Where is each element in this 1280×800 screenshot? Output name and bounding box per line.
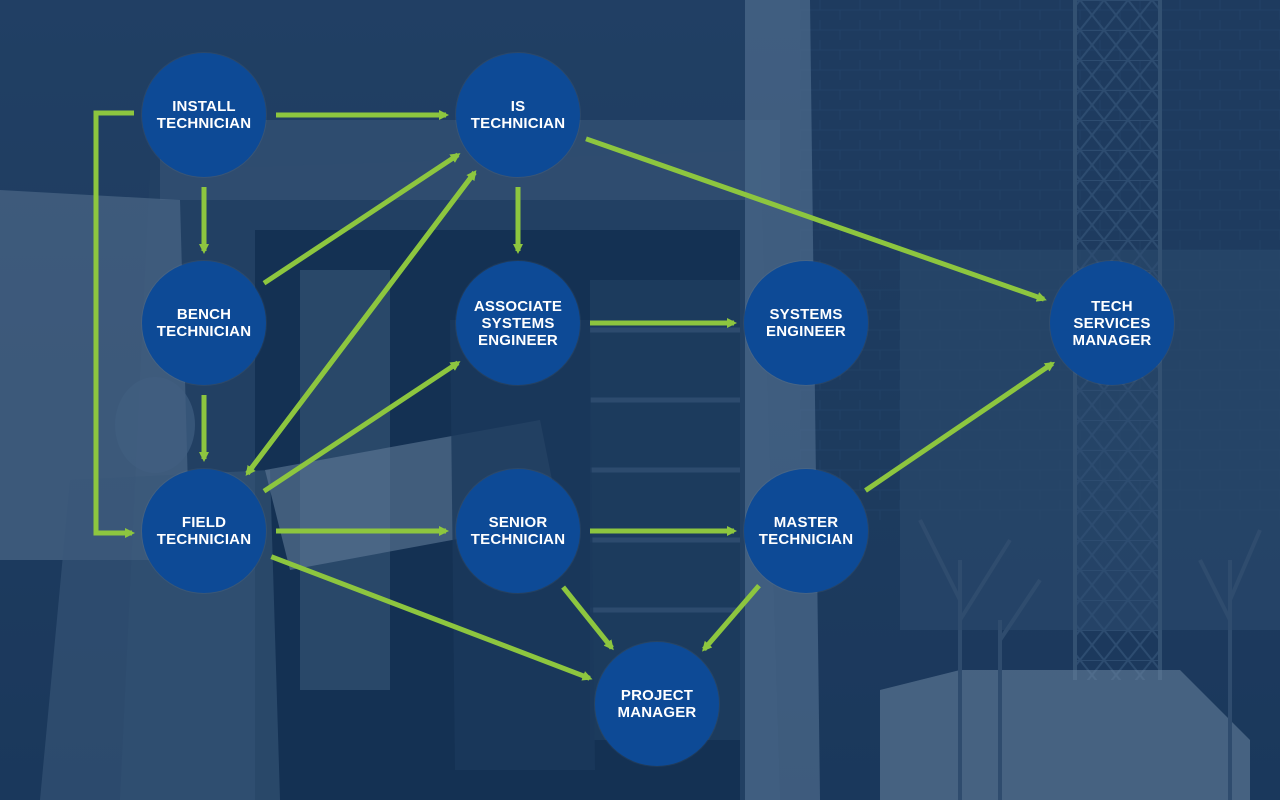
node-bench-technician: BENCH TECHNICIAN: [142, 261, 266, 385]
arrow-bench-to-is: [262, 152, 461, 286]
node-label: IS TECHNICIAN: [470, 98, 566, 132]
node-label: BENCH TECHNICIAN: [156, 306, 252, 340]
node-label: FIELD TECHNICIAN: [156, 514, 252, 548]
arrow-install-to-field: [93, 110, 135, 538]
arrow-master-to-tech: [864, 361, 1055, 493]
node-field-technician: FIELD TECHNICIAN: [142, 469, 266, 593]
node-label: MASTER TECHNICIAN: [758, 514, 854, 548]
node-label: PROJECT MANAGER: [617, 687, 697, 721]
arrow-master-to-project: [702, 583, 761, 652]
arrow-senior-to-project: [561, 585, 614, 651]
arrow-is-to-field: [245, 170, 477, 476]
node-install-technician: INSTALL TECHNICIAN: [142, 53, 266, 177]
node-label: TECH SERVICES MANAGER: [1072, 297, 1152, 349]
node-systems-engineer: SYSTEMS ENGINEER: [744, 261, 868, 385]
arrow-field-to-project: [270, 554, 593, 681]
node-label: ASSOCIATE SYSTEMS ENGINEER: [473, 297, 563, 349]
arrow-is-to-tech: [585, 136, 1047, 302]
node-is-technician: IS TECHNICIAN: [456, 53, 580, 177]
node-senior-technician: SENIOR TECHNICIAN: [456, 469, 580, 593]
node-tech-services-manager: TECH SERVICES MANAGER: [1050, 261, 1174, 385]
node-label: SYSTEMS ENGINEER: [766, 306, 846, 340]
arrow-field-to-associate: [262, 360, 461, 494]
node-associate-systems-engineer: ASSOCIATE SYSTEMS ENGINEER: [456, 261, 580, 385]
node-project-manager: PROJECT MANAGER: [595, 642, 719, 766]
node-label: SENIOR TECHNICIAN: [470, 514, 566, 548]
node-master-technician: MASTER TECHNICIAN: [744, 469, 868, 593]
node-label: INSTALL TECHNICIAN: [156, 98, 252, 132]
